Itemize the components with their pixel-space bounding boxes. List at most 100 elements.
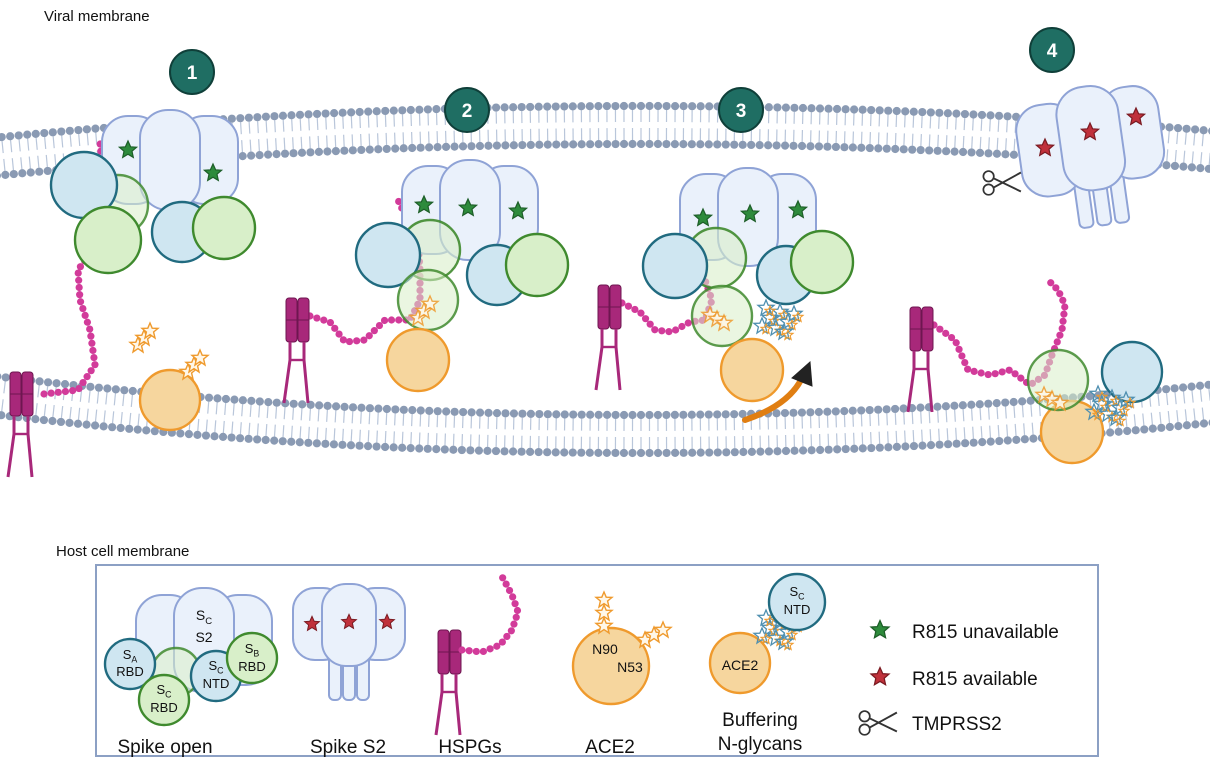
membrane-head (491, 446, 501, 456)
membrane-tail (86, 408, 89, 421)
membrane-head (688, 102, 697, 111)
membrane-tail (972, 426, 975, 439)
membrane-head (933, 146, 942, 155)
membrane-head (389, 106, 398, 115)
chain-bead (637, 309, 645, 317)
legend-s2-label-sc: SC (196, 607, 212, 627)
membrane-head (1, 170, 10, 180)
membrane-tail (241, 404, 244, 417)
membrane-head (832, 104, 842, 114)
ntd-glycan-star (1098, 404, 1118, 423)
membrane-tail (1174, 392, 1177, 405)
membrane-head (295, 438, 304, 447)
chain-bead (331, 324, 339, 332)
membrane-head (738, 409, 747, 419)
membrane-head (23, 130, 32, 139)
membrane-head (619, 139, 629, 149)
legend-ace2-n90: N90 (592, 641, 618, 657)
membrane-head (244, 113, 253, 122)
membrane-tail (45, 154, 48, 167)
chain-bead (964, 365, 972, 373)
membrane-tail (35, 403, 38, 416)
membrane-head (323, 401, 332, 410)
membrane-head (1003, 112, 1012, 121)
chain-bead (498, 638, 506, 646)
membrane-head (247, 151, 256, 160)
membrane-tail (1201, 407, 1205, 420)
membrane-head (1, 373, 10, 382)
membrane-head (289, 399, 298, 408)
membrane-head (884, 443, 893, 452)
ntd-glycan-star (784, 304, 804, 323)
membrane-head (278, 437, 287, 446)
membrane-head (432, 105, 441, 114)
membrane-head (594, 102, 603, 111)
ntd-glycan-star (766, 318, 786, 337)
membrane-head (909, 107, 918, 116)
hspg-stem-left (6, 416, 16, 478)
membrane-head (713, 448, 722, 457)
chain-bead (998, 368, 1006, 376)
chain-bead (76, 263, 85, 271)
step-badge-1: 1 (169, 49, 215, 95)
chain-bead (75, 384, 83, 393)
membrane-head (60, 380, 70, 389)
membrane-tail (887, 431, 889, 444)
membrane-tail (877, 413, 880, 426)
chain-bead (395, 316, 403, 324)
chain-bead (79, 304, 87, 313)
membrane-tail (325, 117, 327, 130)
ace2-glycan-star (781, 328, 795, 341)
membrane-head (831, 407, 840, 416)
membrane-head (91, 124, 100, 133)
membrane-head (899, 404, 908, 413)
chain-bead (88, 339, 96, 347)
legend-sb-label-top: SB (245, 641, 260, 659)
membrane-head (882, 405, 891, 414)
membrane-head (227, 114, 236, 123)
membrane-tail (946, 117, 949, 130)
membrane-head (882, 144, 891, 153)
membrane-tail (275, 406, 278, 419)
membrane-head (184, 430, 194, 439)
step-number: 3 (736, 101, 747, 122)
hspg-stem-left (594, 329, 604, 391)
membrane-head (586, 140, 595, 149)
s2-lobe-center (139, 109, 201, 211)
membrane-head (459, 407, 468, 417)
membrane-head (636, 139, 646, 149)
membrane-head (391, 405, 400, 414)
legend-buffering-ntd (767, 572, 827, 632)
membrane-head (82, 420, 91, 429)
legend-sc-ntd-label-top: SC (208, 658, 224, 676)
legend-ace2-n53: N53 (617, 659, 643, 675)
membrane-head (1179, 162, 1188, 171)
chain-bead (507, 627, 515, 635)
membrane-tail (274, 120, 276, 133)
chain-bead (61, 387, 70, 396)
membrane-head (491, 103, 501, 112)
chain-bead (947, 333, 956, 342)
membrane-tail (43, 404, 47, 417)
membrane-head (704, 410, 713, 419)
membrane-tail (920, 134, 922, 147)
membrane-head (670, 139, 679, 149)
membrane-head (1182, 124, 1191, 133)
membrane-tail (137, 413, 140, 426)
membrane-tail (1199, 389, 1203, 402)
membrane-head (950, 401, 959, 410)
membrane-tail (27, 138, 30, 151)
membrane-tail (921, 429, 923, 442)
membrane-tail (86, 133, 89, 146)
membrane-head (331, 146, 340, 156)
membrane-head (73, 419, 83, 428)
membrane-head (475, 408, 485, 417)
membrane-head (628, 448, 637, 458)
membrane-tail (367, 430, 370, 443)
membrane-head (722, 448, 731, 457)
membrane-head (1106, 428, 1115, 437)
membrane-tail (963, 427, 966, 440)
chain-bead (87, 332, 95, 340)
membrane-tail (955, 427, 957, 440)
membrane-tail (911, 412, 914, 425)
